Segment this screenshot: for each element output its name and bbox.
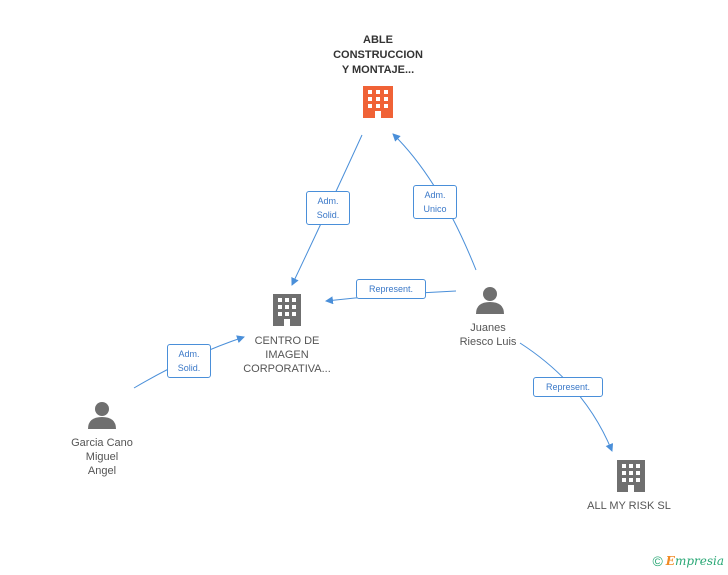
person-label-juanes[interactable]: Juanes Riesco Luis bbox=[459, 322, 517, 348]
building-icon[interactable] bbox=[617, 460, 645, 492]
company-label-centro[interactable]: CENTRO DE IMAGEN CORPORATIVA... bbox=[243, 335, 331, 375]
edge-label-represent: Represent. bbox=[533, 377, 603, 397]
footer-brand: © Empresia bbox=[652, 553, 724, 569]
person-icon[interactable] bbox=[476, 287, 504, 314]
brand-logo: Empresia bbox=[665, 554, 724, 568]
edge-label-adm-solid: Adm. Solid. bbox=[306, 191, 350, 225]
person-label-garcia[interactable]: Garcia Cano Miguel Angel bbox=[71, 437, 133, 477]
person-icon[interactable] bbox=[88, 402, 116, 429]
company-label-able[interactable]: ABLE CONSTRUCCION Y MONTAJE... bbox=[333, 34, 423, 76]
building-icon[interactable] bbox=[273, 294, 301, 326]
building-icon[interactable] bbox=[363, 86, 393, 118]
edge-juanes-allmyrisk bbox=[519, 342, 614, 452]
edge-label-represent: Represent. bbox=[356, 279, 426, 299]
company-label-allmyrisk[interactable]: ALL MY RISK SL bbox=[587, 500, 671, 512]
edge-label-adm-solid: Adm. Solid. bbox=[167, 344, 211, 378]
copyright-symbol: © bbox=[652, 553, 663, 569]
edge-label-adm-unico: Adm. Unico bbox=[413, 185, 457, 219]
